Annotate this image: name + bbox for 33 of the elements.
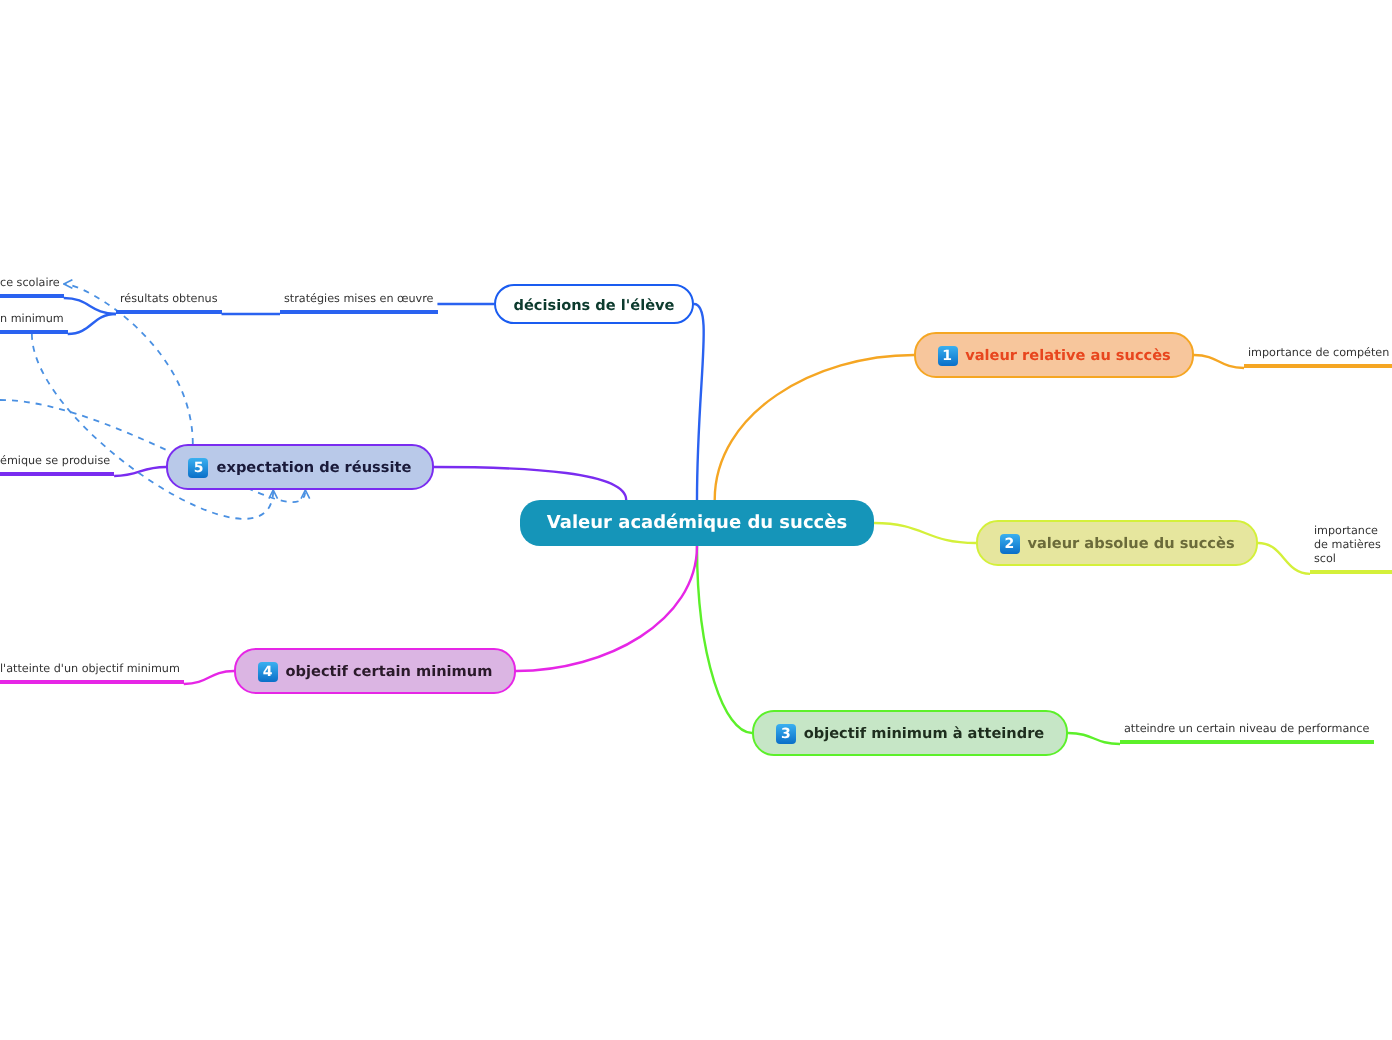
- subtopic-line: [1120, 724, 1374, 744]
- connector-line: [515, 545, 699, 673]
- topic-bubble: [914, 332, 1194, 378]
- topic-bubble: [234, 648, 516, 694]
- connector-line: [713, 353, 915, 501]
- subtopic-line: [1244, 348, 1392, 368]
- central-topic: [520, 500, 874, 546]
- connector-line: [1193, 353, 1245, 370]
- subtopic-line: [0, 664, 184, 684]
- subtopic-line: [0, 314, 68, 334]
- subtopic-line: [1310, 526, 1392, 574]
- dashed-arrow: [62, 280, 194, 445]
- subtopic-line: [0, 278, 64, 298]
- dashed-arrow: [31, 333, 277, 520]
- connector-line: [693, 302, 705, 500]
- connector-line: [434, 465, 628, 501]
- topic-bubble: [166, 444, 434, 490]
- connector-line: [63, 296, 117, 316]
- subtopic-line: [0, 456, 115, 476]
- connector-line: [221, 312, 280, 316]
- connector-line: [114, 465, 167, 478]
- topic-bubble: [976, 520, 1258, 566]
- topic-bubble: [494, 284, 694, 324]
- connector-line: [873, 521, 977, 545]
- subtopic-line: [116, 294, 222, 314]
- connector-line: [183, 669, 235, 686]
- connector-line: [1067, 731, 1121, 746]
- connector-line: [437, 302, 494, 306]
- subtopic-line: [280, 294, 438, 314]
- connector-line: [1257, 541, 1311, 576]
- topic-label: Valeur académique du succès: [546, 513, 848, 533]
- topic-bubble: [752, 710, 1068, 756]
- connector-line: [67, 312, 117, 336]
